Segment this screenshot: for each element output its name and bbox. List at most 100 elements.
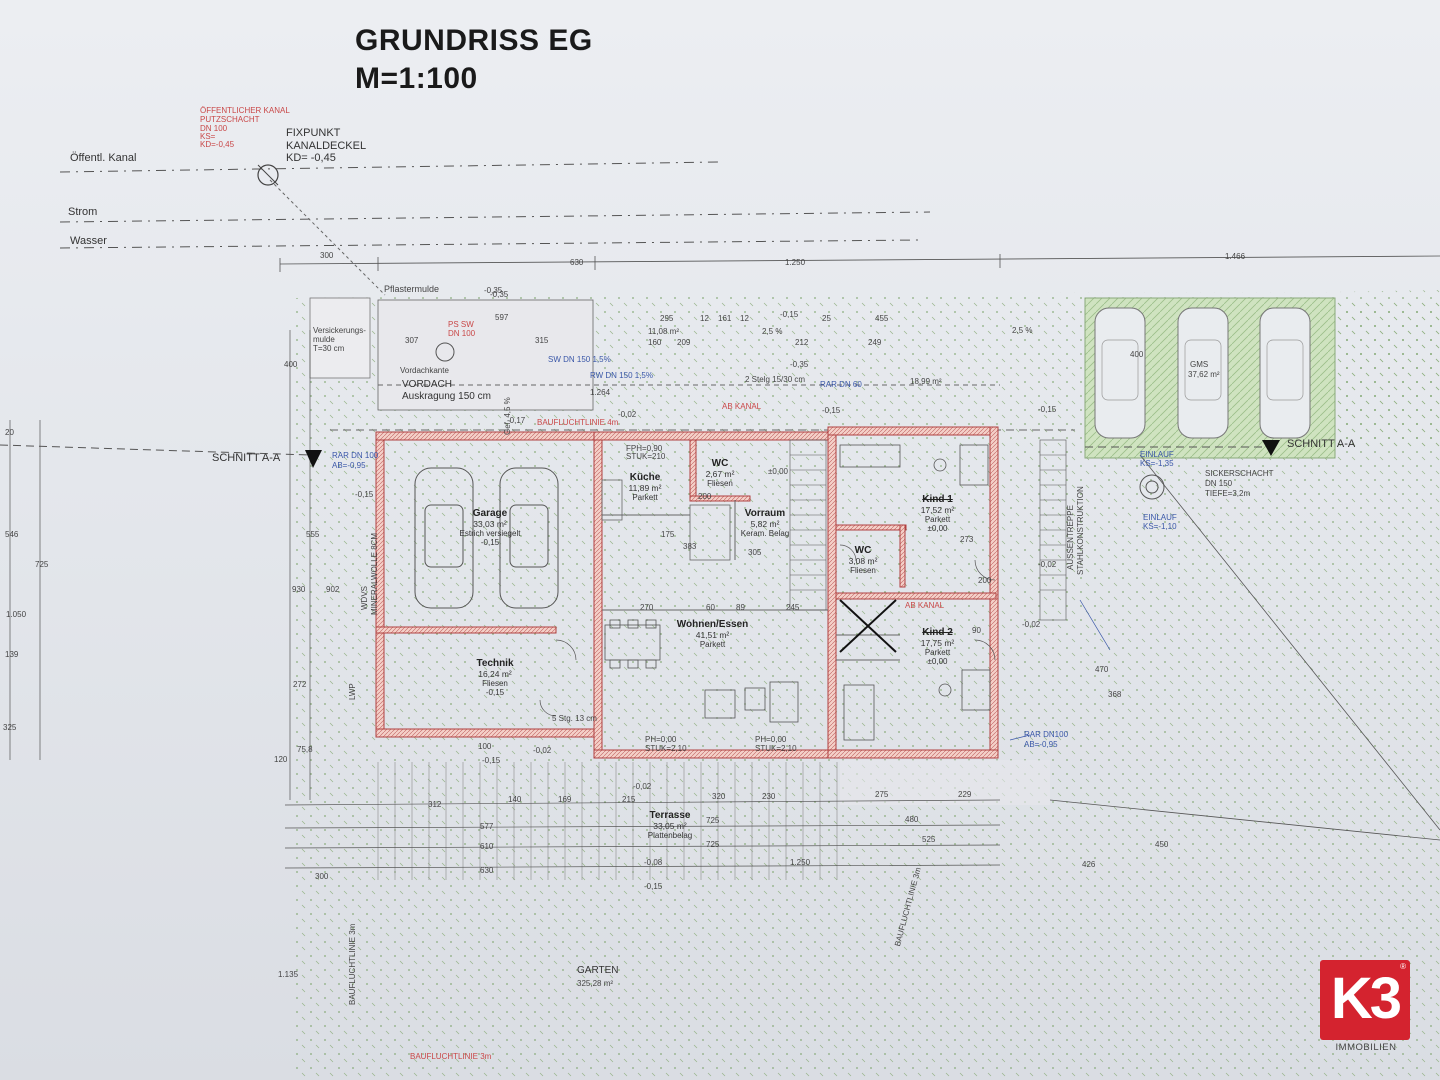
dimension-16: 89	[736, 603, 745, 612]
doors	[539, 544, 996, 717]
vordach-label: VORDACH	[402, 379, 453, 390]
dimension-47: 725	[35, 560, 49, 569]
dimension-17: 245	[786, 603, 800, 612]
dimension-38: 610	[480, 842, 494, 851]
dimension-52: 272	[293, 680, 307, 689]
dimension-22: 200	[978, 576, 992, 585]
schnitt-right-label: SCHNITT A-A	[1287, 438, 1356, 450]
stg2-label: 2 Stelg 15/30 cm	[745, 375, 806, 384]
technik-level: -0,15	[485, 688, 505, 697]
rar-dn100b-label: RAR DN100	[1024, 730, 1069, 739]
room-wohnen: Wohnen/Essen 41,51 m² Parkett	[665, 619, 760, 649]
dimension-61: 75,8	[297, 745, 313, 754]
kueche-floor: Parkett	[632, 493, 658, 502]
mineralwolle-label: MINERALWOLLE 8CM	[370, 532, 379, 615]
level-13: -0,02	[1022, 620, 1041, 629]
kd-label: KD= -0,45	[286, 152, 336, 164]
room-wc2: WC 3,08 m² Fliesen	[838, 545, 888, 575]
ab-kanal-label2: AB KANAL	[905, 601, 945, 610]
dimension-10: 160	[648, 338, 662, 347]
kind2-floor: Parkett	[924, 648, 951, 657]
baufluchtlinie-3m-bottom: BAUFLUCHTLINIE 3m	[410, 1052, 492, 1061]
dimension-20: 305	[748, 548, 762, 557]
dimension-39: 725	[706, 840, 720, 849]
dimension-54: 139	[5, 650, 19, 659]
rar-ab-label: AB=-0,95	[332, 461, 366, 470]
level-12: ±0,00	[768, 467, 788, 476]
technik-area: 16,24 m²	[478, 669, 512, 679]
kueche-name: Küche	[629, 472, 661, 483]
terrace-tiles	[377, 762, 838, 880]
room-garage: Garage 33,03 m² Estrich versiegelt -0,15	[440, 508, 540, 547]
kitchen-counters	[601, 479, 731, 561]
ph-right: PH=0,00	[755, 735, 787, 744]
dimension-3: 1.264	[590, 388, 611, 397]
title-scale: M=1:100	[355, 62, 478, 95]
lwp-label: LWP	[348, 683, 357, 700]
dimension-8: 25	[822, 314, 831, 323]
dimension-9: 455	[875, 314, 889, 323]
level-6: -0,02	[633, 782, 652, 791]
gef2-label: 2,5 %	[762, 327, 783, 336]
dim-top-1466: 1.466	[1225, 252, 1246, 261]
dimension-49: 930	[292, 585, 306, 594]
ab-kanal-label: AB KANAL	[722, 402, 762, 411]
level-0: -0,35	[490, 290, 509, 299]
kanal-note3: DN 100	[200, 124, 228, 133]
wc1-area: 2,67 m²	[705, 469, 735, 479]
dimension-36: 480	[905, 815, 919, 824]
strom-label: Strom	[68, 206, 98, 218]
kanaldeckel-label: KANALDECKEL	[286, 140, 367, 152]
logo-subtitle: IMMOBILIEN	[1335, 1042, 1397, 1053]
kanal-manhole	[257, 164, 279, 186]
sickerschacht-label: SICKERSCHACHT	[1205, 469, 1274, 478]
kind2-furniture	[843, 669, 991, 741]
dimension-35: 725	[706, 816, 720, 825]
dimension-60: 120	[274, 755, 288, 764]
wc2-name: WC	[854, 545, 872, 556]
removed-wc-cross	[839, 599, 897, 653]
dimension-25: 100	[478, 742, 492, 751]
fixpunkt-label: FIXPUNKT	[286, 127, 341, 139]
schnitt-left-label: SCHNITT A-A	[212, 452, 281, 464]
room-technik: Technik 16,24 m² Fliesen -0,15	[450, 658, 540, 697]
dimension-0: 597	[495, 313, 509, 322]
vorraum-name: Vorraum	[744, 508, 786, 519]
kanal-note: ÖFFENTLICHER KANAL	[200, 106, 290, 115]
rar-dn100-label: RAR DN 100	[332, 451, 379, 460]
wc1-name: WC	[711, 458, 729, 469]
kanal-note2: PUTZSCHACHT	[200, 115, 260, 124]
dimension-21: 273	[960, 535, 974, 544]
level-15: -0,02	[618, 410, 637, 419]
vorraum-floor: Keram. Belag	[740, 529, 790, 538]
level-14: -0,15	[822, 406, 841, 415]
dimension-41: 1.250	[790, 858, 811, 867]
dimension-2: 315	[535, 336, 549, 345]
aussentreppe-label: AUSSENTREPPE	[1066, 505, 1075, 570]
building-walls	[375, 426, 999, 759]
wdvs-label: WDVS	[360, 586, 369, 610]
logo-reg: ®	[1400, 962, 1406, 971]
stg-label: 5 Stg. 13 cm	[552, 714, 597, 723]
stuk-right: STUK=2,10	[755, 744, 797, 753]
sickerschacht-label2: DN 150	[1205, 479, 1233, 488]
dimension-33: 229	[958, 790, 972, 799]
dimension-45: 400	[1130, 350, 1144, 359]
sw-dn-label: SW DN 150 1,5%	[548, 355, 611, 364]
vorraum-area: 5,82 m²	[750, 519, 780, 529]
gms-label: GMS	[1190, 360, 1209, 369]
dimension-53: 325	[3, 723, 17, 732]
dimension-29: 215	[622, 795, 636, 804]
auskragung-label: Auskragung 150 cm	[402, 391, 491, 402]
carport-cars	[1094, 307, 1311, 439]
room-kueche: Küche 11,89 m² Parkett	[615, 472, 675, 502]
garten-label: GARTEN	[577, 965, 619, 976]
sickerschacht-label3: TIEFE=3,2m	[1205, 489, 1251, 498]
dimension-30: 320	[712, 792, 726, 801]
kind2-level: ±0,00	[927, 657, 948, 666]
kind1-name: Kind 1	[922, 494, 953, 505]
dining-table	[604, 619, 661, 669]
ps-sw-label: PS SW	[448, 320, 474, 329]
kind1-area: 17,52 m²	[920, 505, 955, 515]
